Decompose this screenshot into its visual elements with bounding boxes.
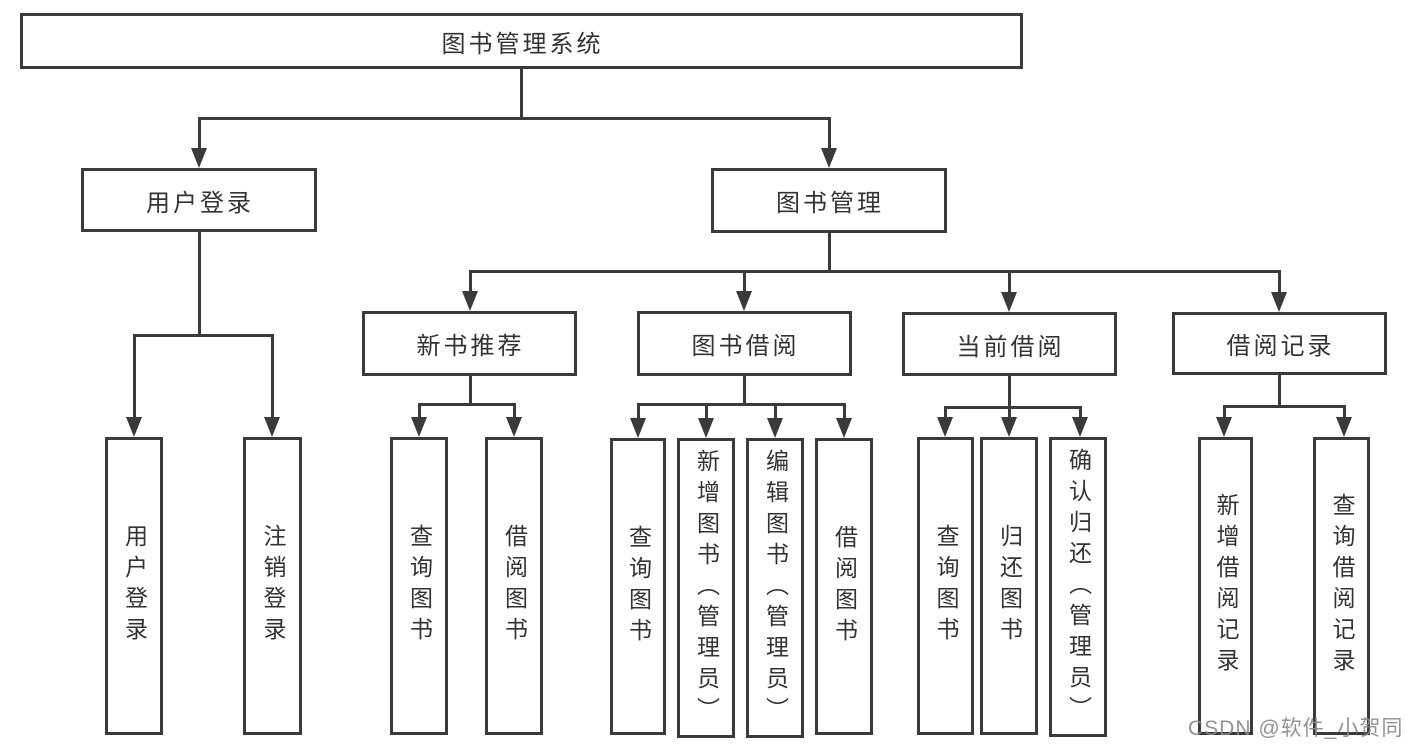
connector-line (1277, 375, 1281, 408)
node-label: 借阅图书 (501, 524, 528, 648)
node-label: 借阅图书 (831, 524, 858, 649)
connector-line (827, 118, 831, 152)
arrow-down-icon (836, 418, 852, 438)
arrow-down-icon (126, 417, 142, 437)
watermark: CSDN @软件_小贺同学 (1188, 717, 1405, 740)
arrow-down-icon (698, 418, 714, 438)
connector-line (468, 271, 472, 295)
arrow-down-icon (191, 148, 207, 168)
connector-line (1007, 376, 1011, 409)
node-label: 注销登录 (260, 524, 286, 648)
connector-line (773, 404, 777, 422)
connector-line (742, 271, 746, 295)
node-return-books: 归还图书 (980, 437, 1038, 735)
connector-line (842, 404, 846, 422)
node-label: 图书借阅 (691, 333, 800, 360)
connector-line (704, 404, 708, 422)
connector-line (1007, 407, 1011, 421)
node-label: 新增借阅记录 (1213, 493, 1239, 679)
arrow-down-icon (1001, 292, 1017, 312)
node-confirm-return-admin: 确认归还（管理员） (1049, 437, 1107, 737)
arrow-down-icon (264, 417, 280, 437)
connector-line (943, 407, 947, 421)
connector-line (636, 404, 640, 422)
connector-line (512, 404, 516, 421)
connector-line (197, 116, 831, 120)
node-label: 用户登录 (146, 189, 254, 217)
connector-line (742, 376, 746, 406)
connector-line (197, 118, 201, 152)
connector-line (1222, 406, 1226, 421)
node-query-books-current: 查询图书 (917, 437, 974, 735)
node-user-login-leaf: 用户登录 (105, 437, 163, 735)
arrow-down-icon (1336, 417, 1352, 437)
arrow-down-icon (1001, 417, 1017, 437)
node-label: 新书推荐 (416, 333, 525, 360)
node-current-borrowing: 当前借阅 (902, 312, 1117, 376)
node-logout-leaf: 注销登录 (243, 437, 302, 735)
node-label: 查询图书 (406, 524, 433, 648)
node-add-books-admin: 新增图书（管理员） (677, 438, 735, 738)
arrow-down-icon (506, 417, 522, 437)
node-borrow-books-leaf: 借阅图书 (815, 438, 873, 735)
connector-line (1222, 404, 1346, 408)
arrow-down-icon (937, 417, 953, 437)
connector-line (132, 335, 136, 421)
arrow-down-icon (411, 417, 427, 437)
node-label: 借阅记录 (1226, 333, 1335, 360)
node-label: 查询图书 (625, 524, 652, 649)
arrow-down-icon (736, 291, 752, 311)
connector-line (1342, 406, 1346, 421)
node-label: 查询借阅记录 (1329, 493, 1355, 679)
connector-line (417, 404, 421, 421)
node-label: 编辑图书（管理员） (762, 448, 789, 728)
connector-line (468, 269, 1281, 273)
node-borrow-books-recommend: 借阅图书 (485, 437, 543, 735)
connector-line (197, 232, 201, 337)
arrow-down-icon (1072, 417, 1088, 437)
node-edit-books-admin: 编辑图书（管理员） (746, 438, 804, 738)
node-label: 确认归还（管理员） (1065, 447, 1092, 727)
node-borrowing-records: 借阅记录 (1172, 312, 1387, 375)
arrow-down-icon (821, 148, 837, 168)
node-label: 归还图书 (996, 524, 1023, 648)
node-label: 查询图书 (933, 524, 959, 648)
connector-line (468, 376, 472, 406)
arrow-down-icon (1271, 292, 1287, 312)
node-label: 图书管理系统 (441, 30, 604, 58)
node-add-borrow-record: 新增借阅记录 (1198, 437, 1253, 735)
node-label: 用户登录 (121, 524, 148, 648)
connector-line (636, 402, 846, 406)
connector-line (1007, 271, 1011, 296)
node-query-books-borrow: 查询图书 (610, 438, 666, 735)
connector-line (417, 402, 516, 406)
node-label: 图书管理 (776, 190, 884, 217)
connector-line (132, 333, 274, 337)
node-query-borrow-record: 查询借阅记录 (1313, 437, 1370, 735)
connector-line (519, 69, 523, 120)
node-label: 新增图书（管理员） (693, 448, 720, 728)
arrow-down-icon (630, 418, 646, 438)
connector-line (1277, 271, 1281, 296)
connector-line (1078, 407, 1082, 421)
connector-line (270, 335, 274, 421)
node-user-login: 用户登录 (81, 168, 317, 232)
node-library-system: 图书管理系统 (20, 13, 1023, 69)
node-new-book-recommend: 新书推荐 (362, 311, 577, 376)
connector-line (943, 405, 1082, 409)
node-label: 当前借阅 (956, 333, 1065, 361)
connector-line (827, 233, 831, 273)
node-book-borrowing: 图书借阅 (637, 311, 852, 376)
node-query-books-recommend: 查询图书 (390, 437, 448, 735)
arrow-down-icon (767, 418, 783, 438)
node-book-management: 图书管理 (711, 168, 947, 233)
arrow-down-icon (462, 291, 478, 311)
arrow-down-icon (1216, 417, 1232, 437)
